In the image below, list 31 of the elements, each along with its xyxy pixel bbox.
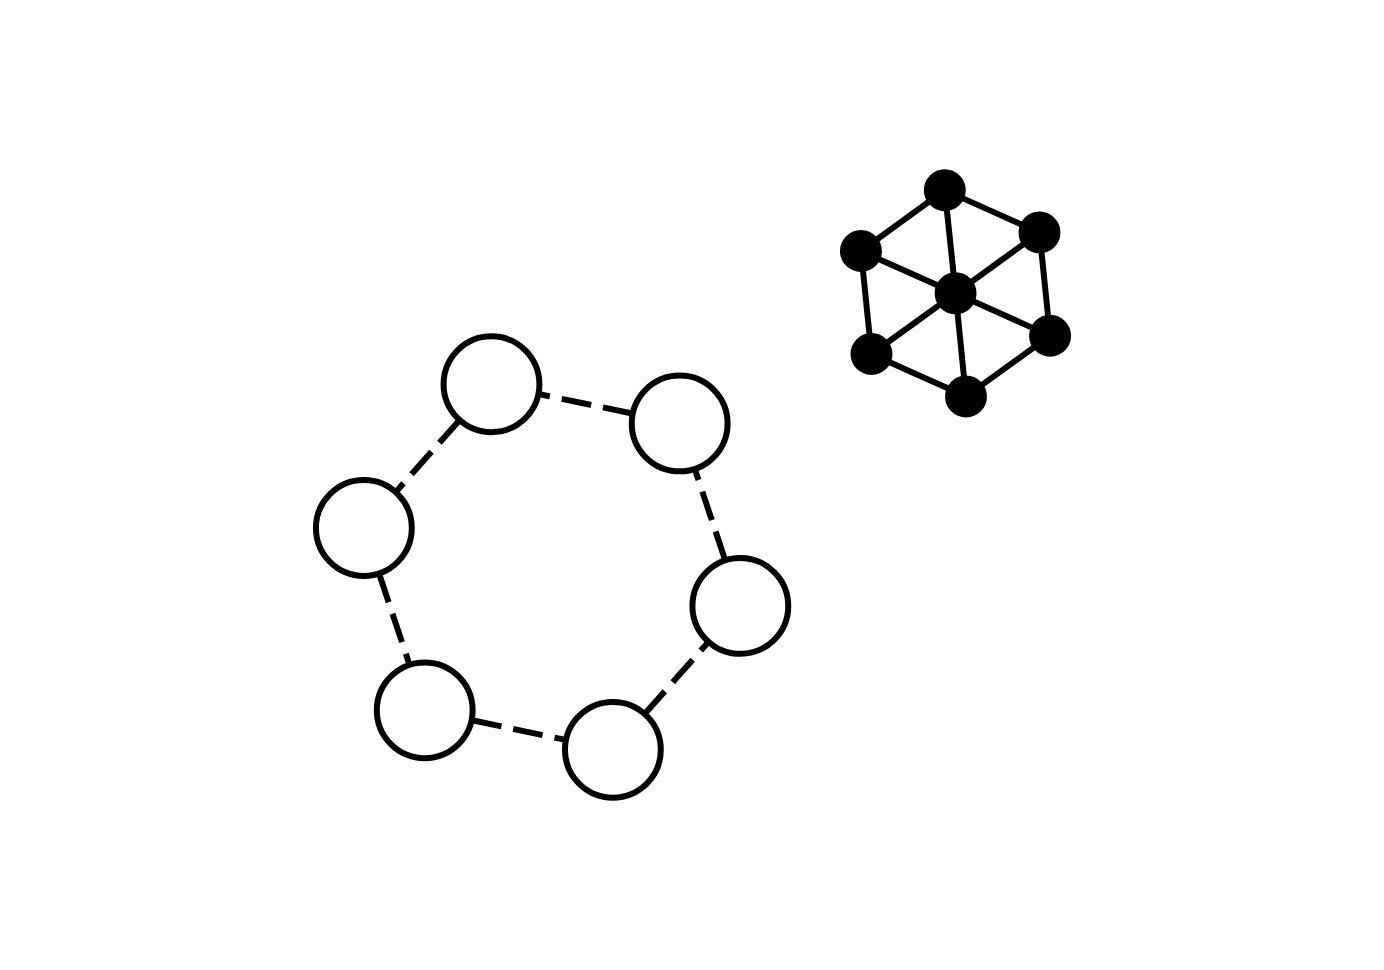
connector [970,298,1034,331]
connector [859,268,873,336]
node-circle [312,477,415,579]
node-circle [628,372,731,475]
connector [540,391,633,417]
node-dot [945,375,987,418]
connector [969,240,1027,285]
node-circle [689,554,792,657]
connector [954,311,967,378]
connector [876,255,940,289]
connector [960,194,1024,228]
node-circle [440,333,543,436]
connector [642,641,710,716]
connector [874,198,932,243]
connector [376,573,412,664]
node-dot [923,169,966,212]
node-circle [373,659,476,762]
connector [886,358,950,392]
node-dot [1029,314,1072,357]
node-dot [840,230,882,272]
connector [885,301,943,346]
node-circle [561,698,664,801]
connector [395,418,462,493]
connector [692,470,728,561]
node-dot [934,272,977,315]
connector [1038,250,1052,317]
node-dot [850,333,893,375]
connector [943,207,957,275]
node-dot [1018,211,1061,254]
connector [471,717,565,743]
connector [978,344,1037,389]
